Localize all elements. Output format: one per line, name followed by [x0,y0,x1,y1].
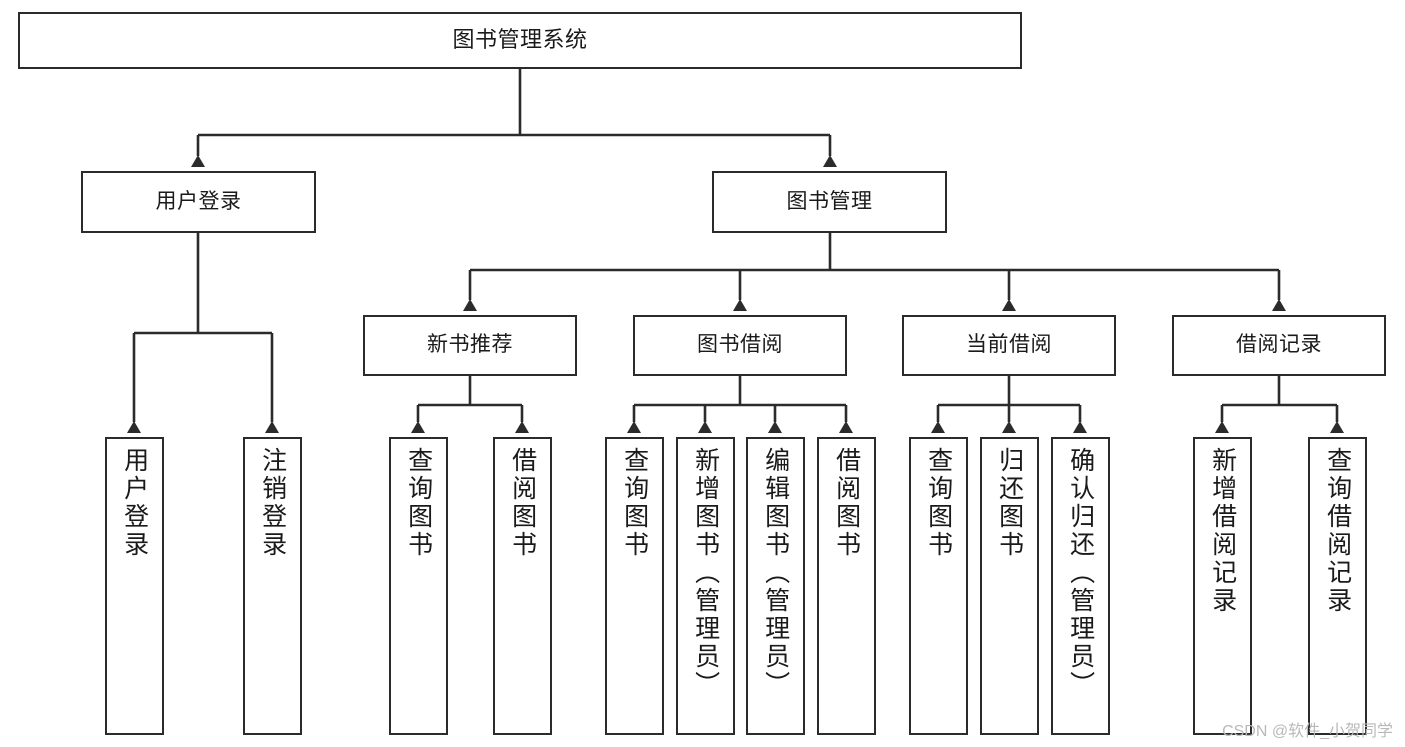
node-label: 借阅记录 [1236,333,1322,357]
node-label: 新增借阅记录 [1208,447,1237,615]
node-book-management[interactable]: 图书管理 [712,171,947,233]
node-label: 当前借阅 [966,333,1052,357]
leaf-add-book-admin[interactable]: 新增图书（管理员） [676,437,735,735]
edges-new-book-rec-to-leaves [411,376,529,433]
leaf-query-book-current[interactable]: 查询图书 [909,437,968,735]
node-label: 查询借阅记录 [1323,447,1352,615]
leaf-confirm-return-admin[interactable]: 确认归还（管理员） [1051,437,1110,735]
edges-current-borrow-to-leaves [931,376,1087,433]
watermark-text: CSDN @软件_小贺同学 [1222,723,1393,740]
leaf-edit-book-admin[interactable]: 编辑图书（管理员） [746,437,805,735]
node-label: 图书管理系统 [452,27,588,53]
node-label: 图书管理 [786,189,873,213]
edges-borrow-record-to-leaves [1215,376,1344,433]
node-label: 确认归还（管理员） [1066,447,1095,699]
node-label: 图书借阅 [697,333,783,357]
edges-book-manage-to-level3 [463,233,1286,311]
leaf-query-book-recommendation[interactable]: 查询图书 [389,437,448,735]
leaf-user-login[interactable]: 用户登录 [105,437,164,735]
node-label: 查询图书 [404,447,433,559]
edges-user-login-to-leaves [127,233,279,433]
node-borrow-record[interactable]: 借阅记录 [1172,315,1386,376]
node-current-borrow[interactable]: 当前借阅 [902,315,1116,376]
node-label: 编辑图书（管理员） [761,447,790,699]
node-label: 查询图书 [924,447,953,559]
node-label: 查询图书 [620,447,649,559]
node-label: 借阅图书 [832,447,861,559]
node-label: 注销登录 [258,447,287,559]
node-label: 用户登录 [120,447,149,559]
node-label: 用户登录 [155,189,242,213]
node-root-library-management-system[interactable]: 图书管理系统 [18,12,1022,69]
leaf-query-borrow-record[interactable]: 查询借阅记录 [1308,437,1367,735]
edges-root-to-level2 [191,69,837,167]
leaf-borrow-book-recommendation[interactable]: 借阅图书 [493,437,552,735]
leaf-query-book-borrow[interactable]: 查询图书 [605,437,664,735]
node-book-borrow[interactable]: 图书借阅 [633,315,847,376]
leaf-return-book[interactable]: 归还图书 [980,437,1039,735]
node-user-login[interactable]: 用户登录 [81,171,316,233]
leaf-borrow-book[interactable]: 借阅图书 [817,437,876,735]
node-label: 新增图书（管理员） [691,447,720,699]
node-new-book-recommendation[interactable]: 新书推荐 [363,315,577,376]
leaf-logout[interactable]: 注销登录 [243,437,302,735]
leaf-add-borrow-record[interactable]: 新增借阅记录 [1193,437,1252,735]
node-label: 归还图书 [995,447,1024,559]
node-label: 新书推荐 [427,333,513,357]
node-label: 借阅图书 [508,447,537,559]
edges-book-borrow-to-leaves [627,376,853,433]
